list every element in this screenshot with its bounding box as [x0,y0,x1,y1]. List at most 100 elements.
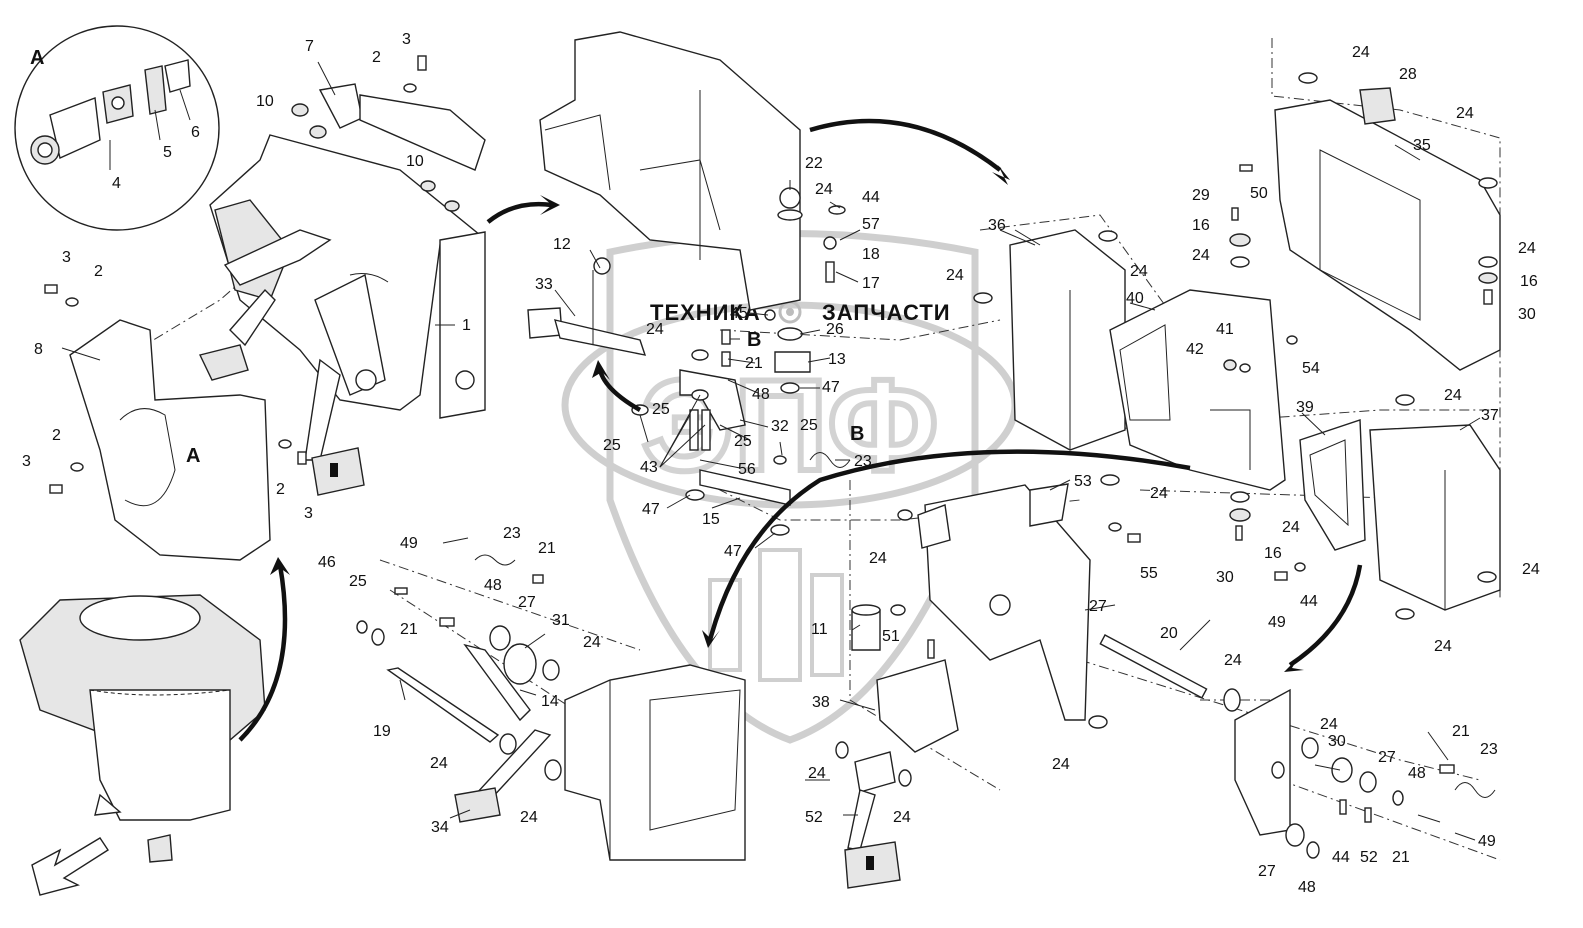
callout-26: 25 [734,433,752,450]
parts-11-39-53 [835,509,1108,889]
callout-50: 49 [1268,614,1286,631]
callout-20: 20 [1160,625,1178,642]
callout-24: 24 [1150,485,1168,502]
callout-1: 1 [462,317,471,334]
callout-16: 16 [1520,273,1538,290]
callout-49: 49 [1478,833,1496,850]
callout-21: 21 [1392,849,1410,866]
callout-44: 44 [1332,849,1350,866]
callout-13: 13 [828,351,846,368]
callout-4: 4 [112,175,121,192]
callout-21: 21 [1452,723,1470,740]
callout-labels: A A B B 1 2 2 2 2 3 3 3 3 4 5 6 7 8 10 1… [22,31,1540,896]
callout-7: 7 [305,38,314,55]
callout-24: 24 [1052,756,1070,773]
callout-25: 25 [603,437,621,454]
flow-arrows [238,118,1363,742]
callout-33: 32 [771,418,789,435]
view-letter-a-marker: A [186,445,200,467]
callout-15: 15 [702,511,720,528]
callout-27: 27 [518,594,536,611]
callout-21: 21 [538,540,556,557]
callout-39: 38 [812,694,830,711]
callout-48: 48 [1298,879,1316,896]
callout-36: 35 [1413,137,1431,154]
callout-17: 17 [862,275,880,292]
watermark-left-text: ТЕХНИКА [650,300,761,325]
leader-lines [61,61,1481,841]
callout-38: 37 [1481,407,1499,424]
callout-18: 18 [862,246,880,263]
callout-14: 14 [541,693,559,710]
callout-6: 6 [191,124,200,141]
callout-56: 55 [1140,565,1158,582]
callout-24: 24 [893,809,911,826]
watermark-right-text: ЗАПЧАСТИ [822,300,951,325]
callout-32: 31 [552,612,570,629]
callout-42: 41 [1216,321,1234,338]
callout-16: 16 [1264,545,1282,562]
callout-43: 42 [1186,341,1204,358]
callout-2: 2 [276,481,285,498]
fasteners [44,55,1498,620]
callout-24: 24 [1518,240,1536,257]
view-letter-a: A [30,47,44,69]
callout-8: 8 [34,341,43,358]
callout-24: 24 [1282,519,1300,536]
callout-24: 24 [1192,247,1210,264]
callout-25: 25 [349,573,367,590]
mid-small-parts [527,187,851,536]
callout-24: 24 [808,765,826,782]
view-letter-b-marker: B [850,423,864,445]
watermark-buildings [708,548,844,682]
callout-52: 52 [1360,849,1378,866]
callout-27: 26 [826,321,844,338]
callout-47: 47 [642,501,660,518]
callout-41: 40 [1126,290,1144,307]
callout-30: 30 [1216,569,1234,586]
detail-view-a [14,25,220,231]
callout-24: 24 [1522,561,1540,578]
callout-53: 52 [805,809,823,826]
callout-48: 47 [822,379,840,396]
watermark: ТЕХНИКА ЗАПЧАСТИ ЭПФ [561,230,1019,744]
callout-44: 43 [640,459,658,476]
callout-25: 25 [800,417,818,434]
callout-24: 24 [1352,44,1370,61]
callout-22: 22 [805,155,823,172]
callout-23: 23 [503,525,521,542]
pedal-assembly-35 [356,554,562,823]
callout-49: 49 [400,535,418,552]
view-direction-arrow [31,837,109,896]
callout-3: 3 [62,249,71,266]
bracket-28 [917,483,1241,721]
callout-51: 50 [1250,185,1268,202]
callout-30: 29 [1192,187,1210,204]
callout-45: 44 [862,189,880,206]
callout-46: 45 [730,305,748,322]
callout-24: 24 [430,755,448,772]
callout-24: 24 [815,181,833,198]
callout-25: 24 [646,321,664,338]
callout-52: 51 [882,628,900,645]
callout-16: 16 [1192,217,1210,234]
callout-25: 25 [652,401,670,418]
callout-47: 46 [318,554,336,571]
callout-2: 2 [372,49,381,66]
callout-24: 24 [946,267,964,284]
view-letter-b: B [747,329,761,351]
callout-3: 3 [304,505,313,522]
callout-27: 27 [1378,749,1396,766]
callout-48: 48 [1408,765,1426,782]
pedal-assembly-main [198,83,486,496]
bracket-lower-middle [564,664,746,861]
callout-3: 3 [402,31,411,48]
callout-24: 24 [1130,263,1148,280]
callout-10: 10 [406,153,424,170]
callout-44: 44 [1300,593,1318,610]
callout-24: 24 [1434,638,1452,655]
right-panels [1009,87,1501,859]
callout-58: 57 [862,216,880,233]
callout-12: 12 [553,236,571,253]
